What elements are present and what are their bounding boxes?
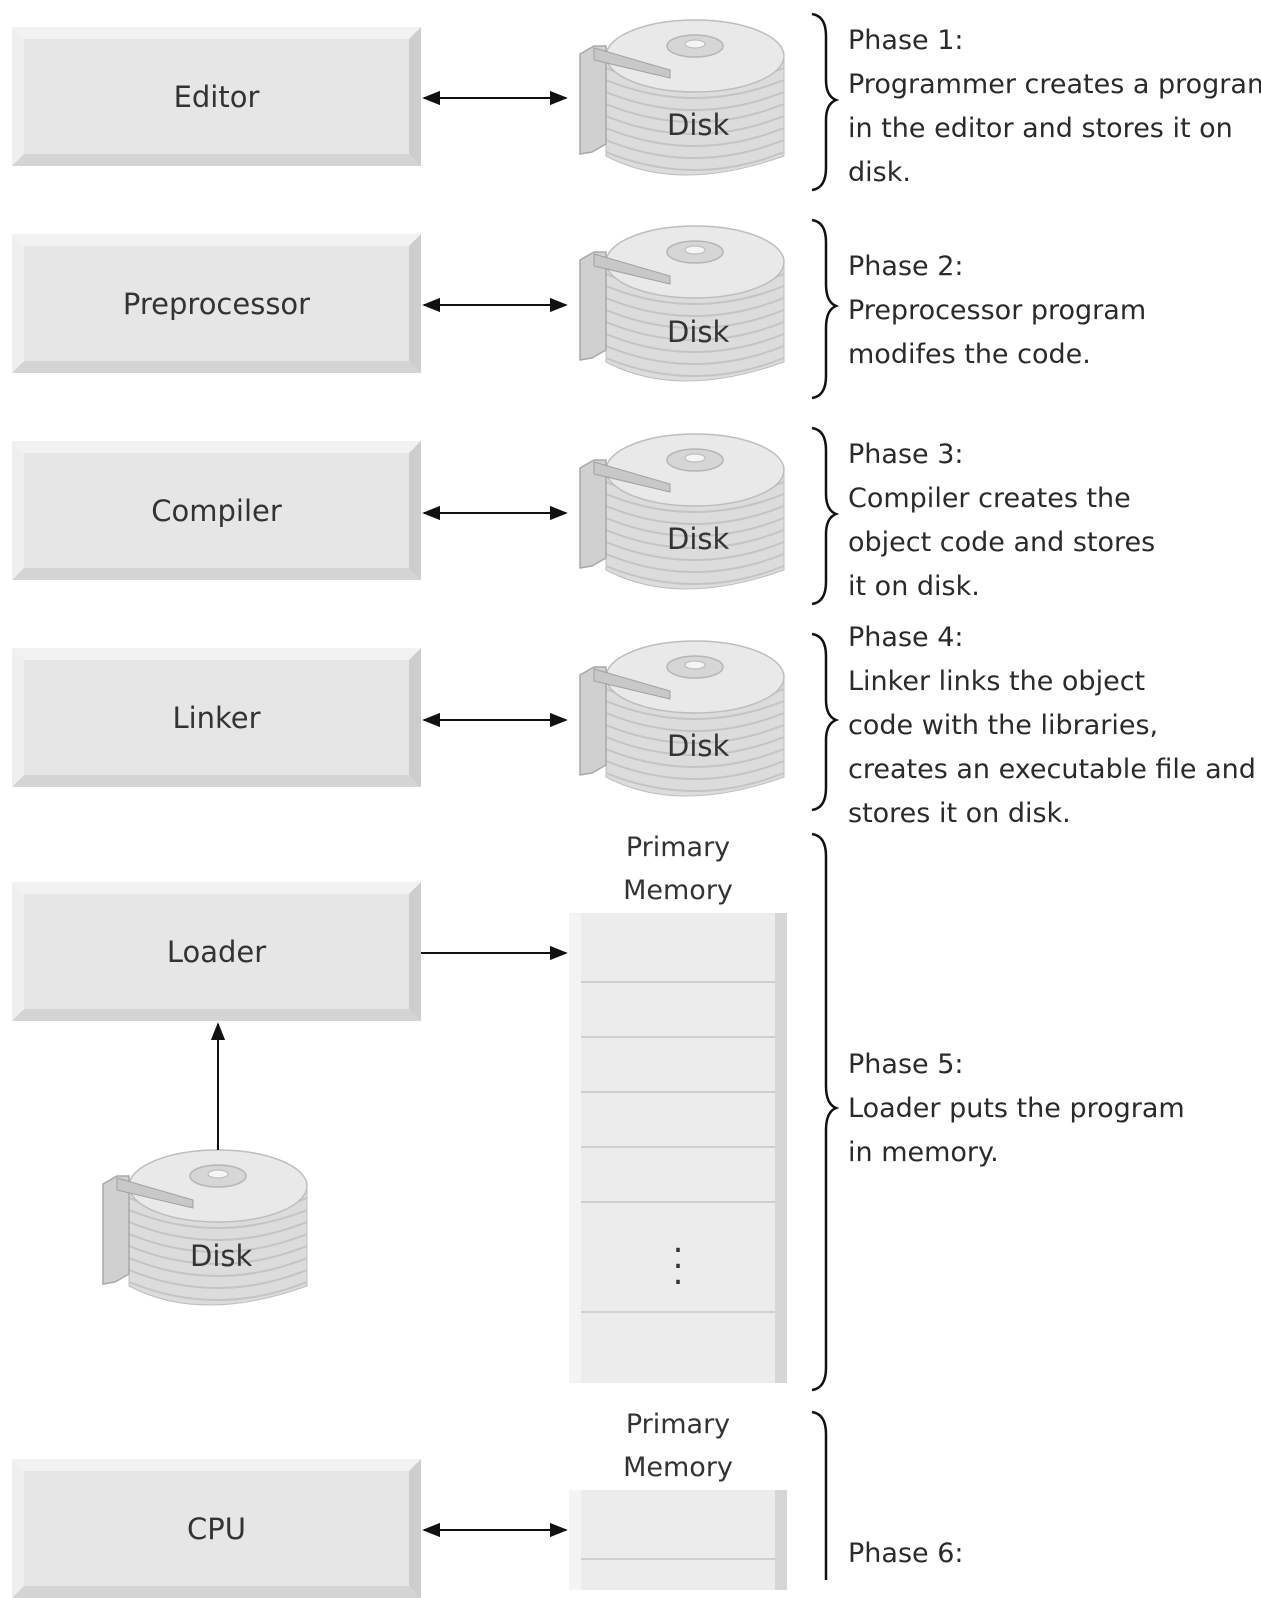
memory-label: Primary Memory [623, 1409, 733, 1483]
disk-label: Disk [667, 729, 730, 763]
disk-label: Disk [667, 315, 730, 349]
editor-label: Editor [173, 79, 260, 114]
preprocessor-box: Preprocessor [12, 234, 421, 373]
disk-label: Disk [190, 1239, 253, 1273]
disk-label: Disk [667, 108, 730, 142]
compiler-label: Compiler [151, 493, 282, 528]
memory-label: Primary Memory [623, 832, 733, 906]
cpu-label: CPU [187, 1511, 246, 1546]
phase-4-text: Phase 4: Linker links the object code wi… [848, 622, 1256, 829]
loader-label: Loader [166, 934, 267, 969]
compiler-box: Compiler [12, 441, 421, 580]
linker-box: Linker [12, 648, 421, 787]
primary-memory-block [569, 1490, 787, 1590]
loader-box: Loader [12, 882, 421, 1021]
phase-2-text: Phase 2: Preprocessor program modifes th… [848, 251, 1147, 370]
phase-6-text: Phase 6: [848, 1538, 964, 1569]
phase-3-text: Phase 3: Compiler creates the object cod… [848, 439, 1156, 602]
primary-memory-block: ... [569, 913, 787, 1383]
ellipsis-icon: ... [581, 1203, 775, 1313]
phase-5-text: Phase 5: Loader puts the program in memo… [848, 1049, 1185, 1168]
linker-label: Linker [172, 700, 261, 735]
editor-box: Editor [12, 27, 421, 166]
disk-label: Disk [667, 522, 730, 556]
phase-1-text: Phase 1: Programmer creates a program in… [848, 25, 1261, 188]
preprocessor-label: Preprocessor [122, 286, 311, 321]
